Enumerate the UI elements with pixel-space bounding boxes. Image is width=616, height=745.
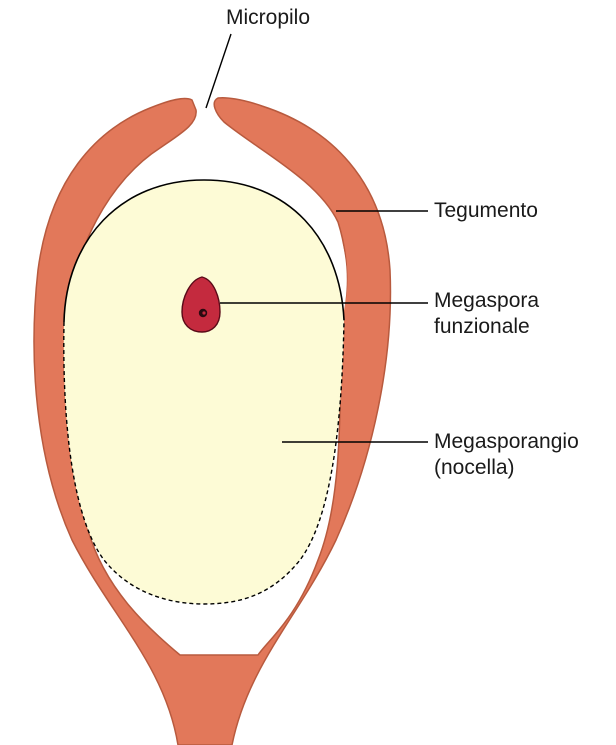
label-megaspore: Megaspora funzionale bbox=[434, 288, 539, 340]
megaspore-nucleolus bbox=[202, 311, 205, 314]
label-megasporangium: Megasporangio (nocella) bbox=[434, 429, 579, 481]
megasporangium-shape bbox=[64, 180, 344, 604]
label-micropyle-text: Micropilo bbox=[226, 6, 310, 29]
label-megasporangium-line-1: Megasporangio bbox=[434, 429, 579, 455]
label-integument: Tegumento bbox=[434, 198, 538, 224]
label-megaspore-line-2: funzionale bbox=[434, 314, 539, 340]
leader-micropyle bbox=[206, 34, 231, 108]
label-micropyle: Micropilo bbox=[226, 5, 310, 31]
label-megasporangium-line-2: (nocella) bbox=[434, 455, 579, 481]
label-integument-text: Tegumento bbox=[434, 199, 538, 222]
label-megaspore-line-1: Megaspora bbox=[434, 288, 539, 314]
